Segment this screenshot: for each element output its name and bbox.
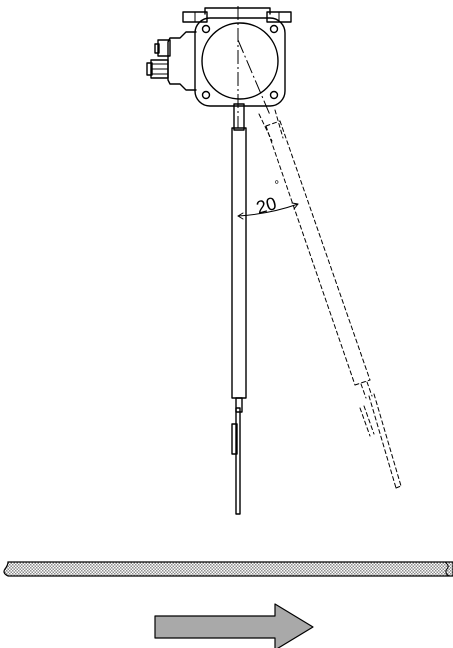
switch-housing [146,7,292,131]
deflected-centerline [237,39,271,116]
conveyor-belt [3,561,453,577]
rod-tip [235,397,243,413]
arc-arrowhead-left [237,212,244,220]
housing-neck [233,103,245,131]
angle-arc [237,203,299,217]
paddle-rod-vertical [231,127,247,515]
arc-arrowhead-right [291,202,299,210]
cable-gland [146,31,197,91]
housing-cover [201,22,279,100]
corner-bolt [269,24,279,34]
belt-break [444,561,450,577]
degree-symbol: ° [273,177,282,192]
paddle-blade [235,407,241,515]
rod-tube [231,127,247,399]
paddle-rod-deflected [258,109,402,489]
flow-direction-arrow-icon [154,603,314,648]
corner-bolt [201,90,211,100]
paddle-clamp [231,423,238,455]
belt-band [3,561,453,577]
angle-value: 20 [254,193,279,218]
angle-annotation: 20 ° [237,177,299,220]
corner-bolt [269,90,279,100]
corner-bolt [201,24,211,34]
housing-body [194,17,286,107]
